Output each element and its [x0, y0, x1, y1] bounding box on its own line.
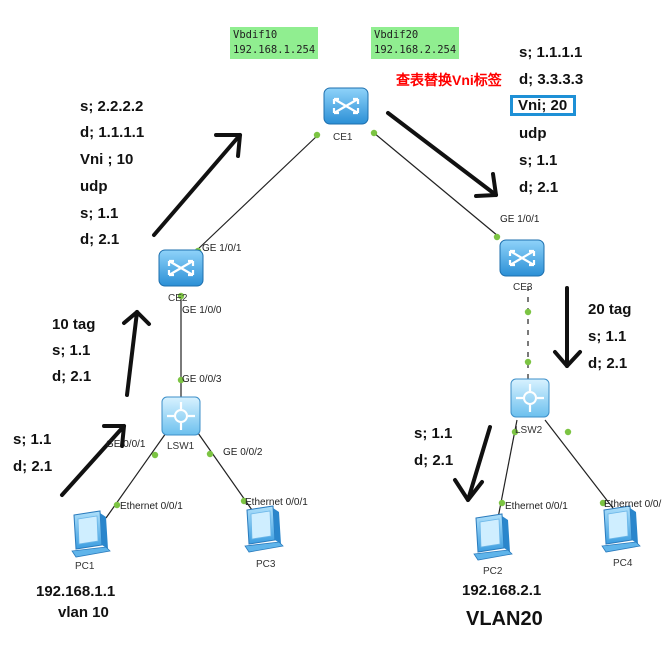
arrow-ce2-to-ce1	[152, 133, 242, 237]
note-left-pc-dst: d; 2.1	[13, 458, 53, 475]
note-left-outer-dst: d; 1.1.1.1	[80, 124, 145, 141]
device-label-ce2: CE2	[168, 293, 188, 304]
vbdif10-tag: Vbdif10 192.168.1.254	[230, 27, 319, 59]
port-label-pc2-eth: Ethernet 0/0/1	[505, 501, 568, 512]
note-left-mid-src: s; 1.1	[52, 342, 91, 359]
arrow-pc1-to-lsw1	[60, 424, 126, 497]
switch-lsw1-icon[interactable]	[160, 395, 202, 437]
port-label-lsw1-pc3: GE 0/0/2	[223, 447, 263, 458]
note-replace-vni: 查表替换Vni标签	[396, 72, 502, 88]
port-label-lsw1-up: GE 0/0/3	[182, 374, 222, 385]
note-right-mid-dst: d; 2.1	[588, 355, 628, 372]
arrow-ce3-to-lsw2	[553, 286, 582, 368]
pc2-vlan: VLAN20	[466, 608, 543, 630]
link-ce1-ce2	[195, 134, 319, 252]
switch-lsw2-icon[interactable]	[509, 377, 551, 419]
pc2-icon[interactable]	[473, 513, 513, 561]
note-left-udp: udp	[80, 178, 108, 195]
vbdif10-name: Vbdif10	[233, 29, 278, 41]
router-ce2-icon[interactable]	[157, 248, 205, 288]
note-right-udp: udp	[519, 125, 547, 142]
note-left-mid-dst: d; 2.1	[52, 368, 92, 385]
note-left-pc-src: s; 1.1	[13, 431, 52, 448]
arrow-lsw1-to-ce2	[122, 310, 151, 397]
arrow-ce1-to-ce3	[386, 111, 498, 198]
note-right-inner-dst: d; 2.1	[519, 179, 559, 196]
port-label-pc3-eth: Ethernet 0/0/1	[245, 497, 308, 508]
arrow-lsw2-to-pc2	[453, 425, 492, 502]
vbdif20-name: Vbdif20	[374, 29, 419, 41]
port-label-lsw1-pc1: GE 0/0/1	[106, 439, 146, 450]
note-left-inner-dst: d; 2.1	[80, 231, 120, 248]
note-right-vni-highlight: Vni; 20	[510, 95, 577, 116]
device-label-pc4: PC4	[613, 558, 633, 569]
note-right-mid-tag: 20 tag	[588, 301, 632, 318]
note-right-mid-src: s; 1.1	[588, 328, 627, 345]
pc2-ip-address: 192.168.2.1	[462, 582, 542, 599]
pc1-ip-address: 192.168.1.1	[36, 583, 116, 600]
router-ce3-icon[interactable]	[498, 238, 546, 278]
device-label-lsw2: LSW2	[515, 425, 543, 436]
flow-arrows	[60, 111, 582, 502]
device-label-pc3: PC3	[256, 559, 276, 570]
pc1-vlan: vlan 10	[58, 604, 109, 621]
note-right-pc-dst: d; 2.1	[414, 452, 454, 469]
device-label-pc1: PC1	[75, 561, 95, 572]
router-ce1-icon[interactable]	[322, 86, 370, 126]
port-label-pc4-eth: Ethernet 0/0/	[604, 499, 662, 510]
links	[105, 132, 617, 519]
device-label-ce3: CE3	[513, 282, 533, 293]
device-label-ce1: CE1	[333, 132, 353, 143]
device-label-pc2: PC2	[483, 566, 503, 577]
port-label-pc1-eth: Ethernet 0/0/1	[120, 501, 183, 512]
note-left-inner-src: s; 1.1	[80, 205, 119, 222]
note-right-inner-src: s; 1.1	[519, 152, 558, 169]
link-ce1-ce3	[373, 132, 499, 237]
vbdif10-ip: 192.168.1.254	[233, 44, 316, 56]
note-left-vni: Vni ; 10	[80, 151, 134, 168]
note-right-outer-dst: d; 3.3.3.3	[519, 71, 584, 88]
vbdif20-ip: 192.168.2.254	[374, 44, 457, 56]
pc1-icon[interactable]	[71, 510, 111, 558]
pc3-icon[interactable]	[244, 505, 284, 553]
link-lsw2-pc4	[544, 419, 617, 513]
port-label-ce3-up: GE 1/0/1	[500, 214, 540, 225]
pc4-icon[interactable]	[601, 505, 641, 553]
note-right-vni: Vni; 20	[518, 97, 568, 114]
port-label-ce2-up: GE 1/0/1	[202, 243, 242, 254]
note-left-outer-src: s; 2.2.2.2	[80, 98, 144, 115]
note-right-pc-src: s; 1.1	[414, 425, 453, 442]
note-right-outer-src: s; 1.1.1.1	[519, 44, 583, 61]
device-label-lsw1: LSW1	[167, 441, 195, 452]
port-label-ce2-down: GE 1/0/0	[182, 305, 222, 316]
link-lsw1-pc3	[197, 432, 253, 511]
vbdif20-tag: Vbdif20 192.168.2.254	[371, 27, 460, 59]
note-left-mid-tag: 10 tag	[52, 316, 96, 333]
